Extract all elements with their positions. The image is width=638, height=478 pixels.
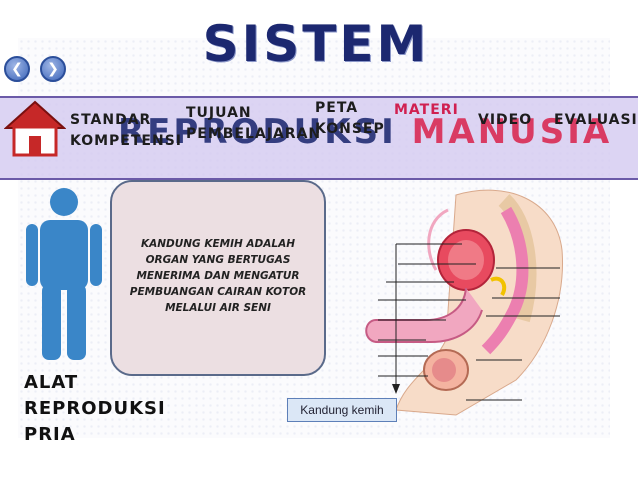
next-button[interactable]: ❯ <box>40 56 66 82</box>
nav-bar <box>0 96 638 180</box>
home-icon <box>3 100 67 157</box>
answer-label-button[interactable]: Kandung kemih <box>287 398 397 422</box>
nav-standar-kompetensi[interactable]: Standar Kompetensi <box>70 112 182 149</box>
nav-evaluasi[interactable]: Evaluasi <box>554 112 638 128</box>
subtitle-part-1: Reproduksi <box>118 112 412 152</box>
prev-button[interactable]: ❮ <box>4 56 30 82</box>
info-box <box>110 180 326 376</box>
subtitle-part-2: Manusia <box>411 112 613 152</box>
info-text: Kandung kemih adalah organ yang bertugas… <box>129 238 307 314</box>
nav-video[interactable]: Video <box>478 112 533 128</box>
home-button[interactable] <box>3 98 67 160</box>
section-label: Alat Reproduksi Pria <box>24 372 166 445</box>
nav-materi[interactable]: Materi <box>394 102 459 118</box>
page-subtitle: Reproduksi Manusia <box>118 112 609 152</box>
page-title: Sistem <box>202 15 430 73</box>
arrow-left-icon: ❮ <box>11 61 23 77</box>
male-figure-icon <box>26 188 102 360</box>
arrow-right-icon: ❯ <box>47 61 59 77</box>
male-reproductive-anatomy-diagram <box>365 189 564 416</box>
nav-tujuan-pembelajaran[interactable]: Tujuan Pembelajaran <box>186 105 322 142</box>
nav-peta-konsep[interactable]: Peta Konsep <box>315 100 385 137</box>
